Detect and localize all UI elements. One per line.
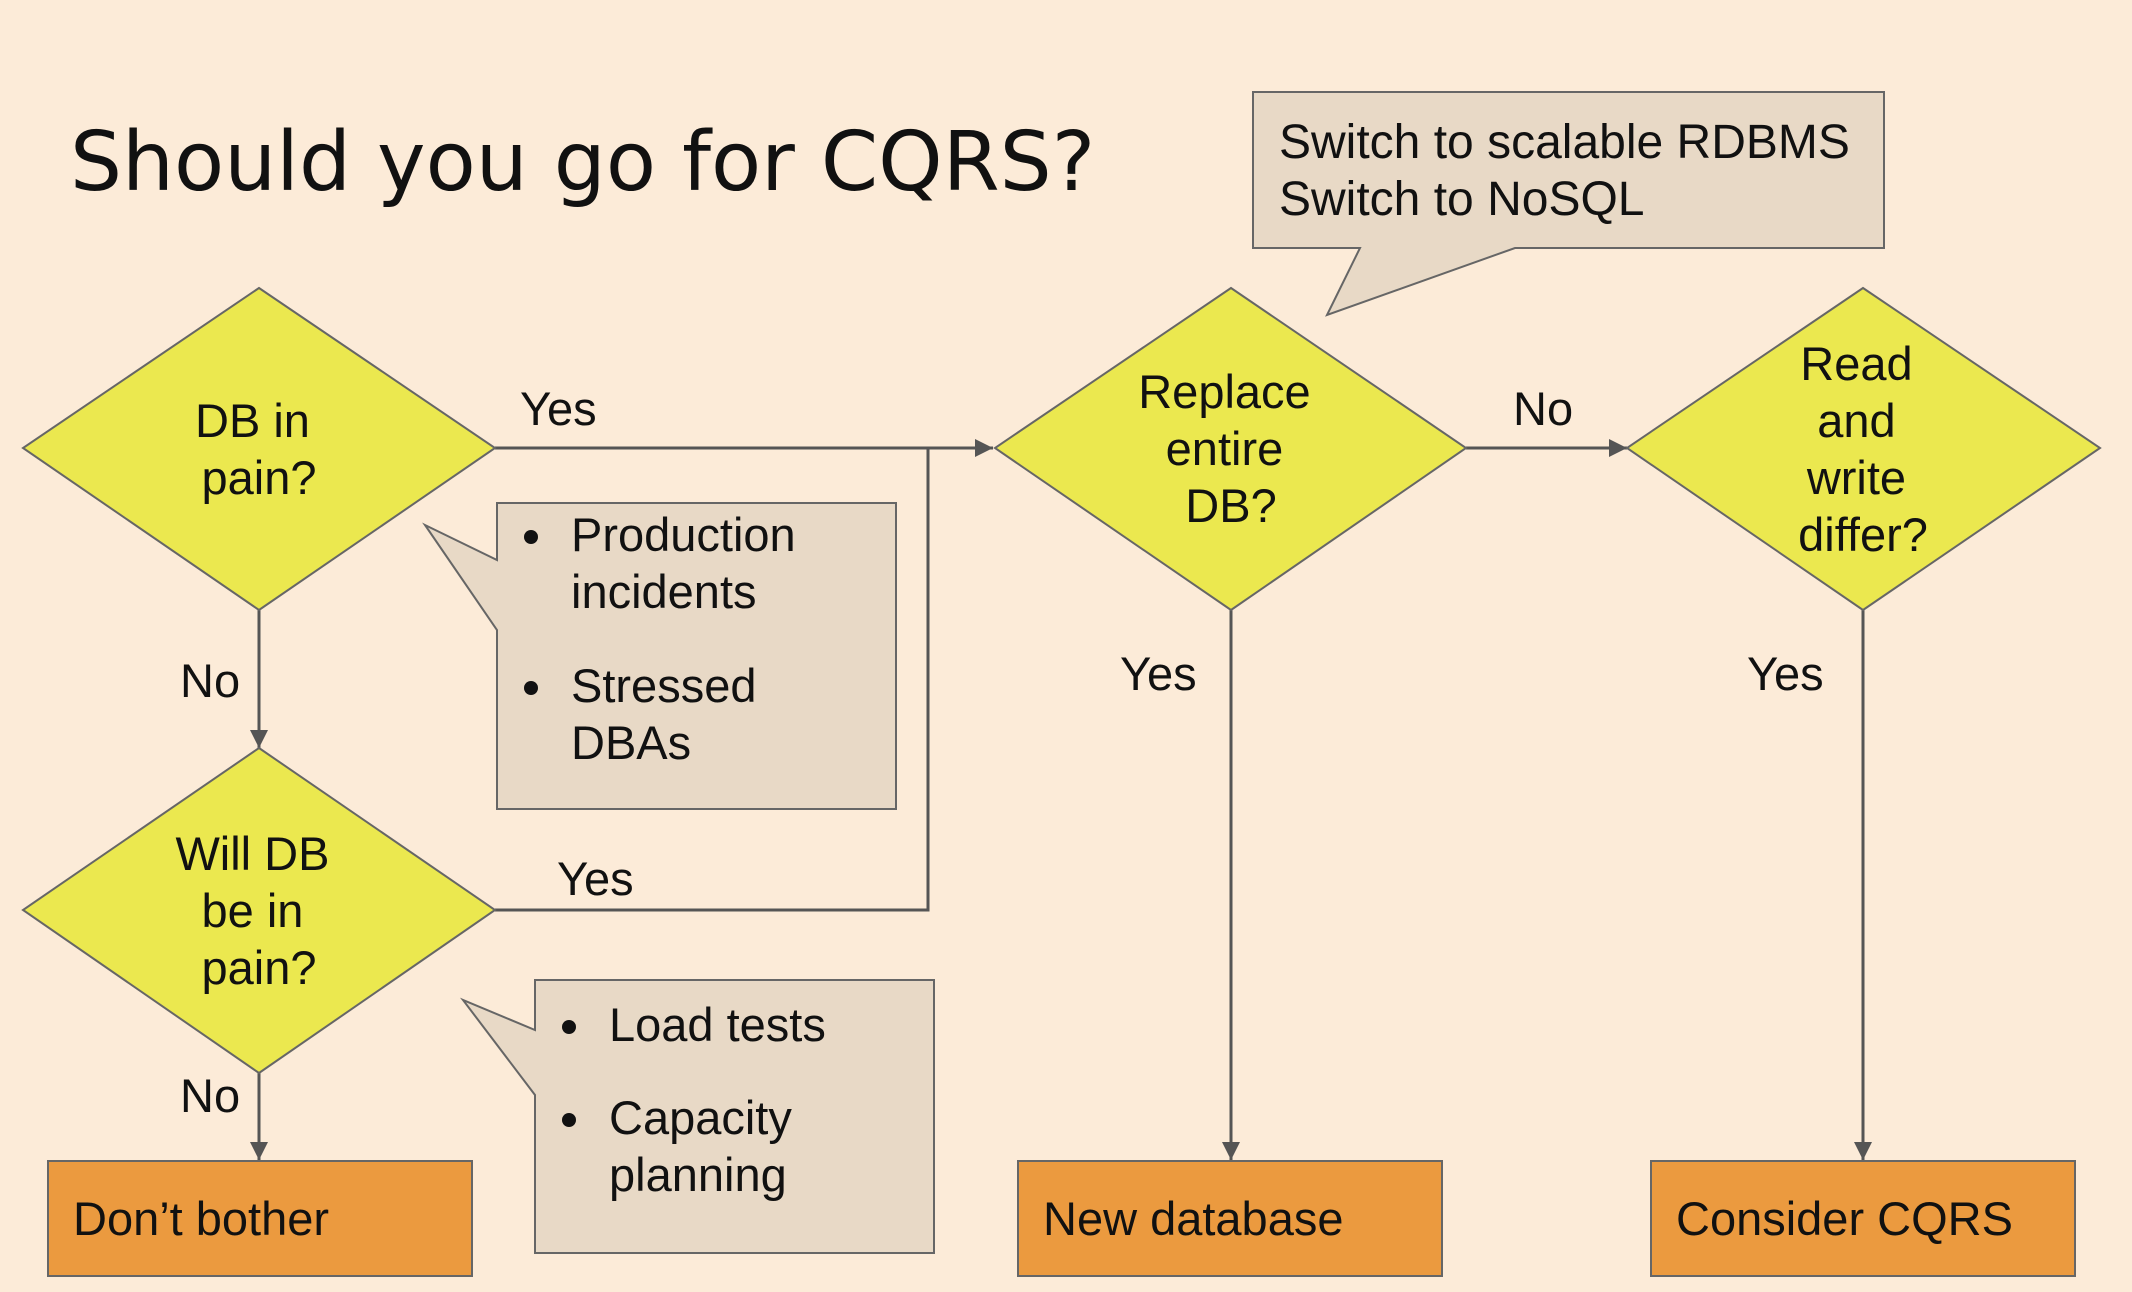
- decision-text-line: Will DB: [175, 827, 329, 880]
- decision-text-line: be in: [202, 884, 304, 937]
- decision-diamond: [21, 746, 497, 1075]
- decision-text-line: pain?: [202, 941, 317, 994]
- decision-text-line: entire: [1166, 422, 1284, 475]
- outcome-consider-cqrs: Consider CQRS: [1650, 1160, 2076, 1277]
- bullet-dot: [524, 530, 538, 544]
- bullet-text-line: planning: [609, 1148, 787, 1201]
- bullet-dot: [562, 1020, 576, 1034]
- callout-text-line: Switch to scalable RDBMS: [1279, 116, 1850, 169]
- decision-text-line: differ?: [1798, 508, 1928, 561]
- decision-text-line: and: [1817, 394, 1895, 447]
- decision-diamond: [1625, 286, 2102, 612]
- decision-read-write-differ: Read and write differ?: [1625, 286, 2102, 612]
- svg-text:Capacity planning: Capacity planning: [609, 1091, 805, 1201]
- outcome-box: [1650, 1160, 2076, 1277]
- callout-replace-options: Switch to scalable RDBMS Switch to NoSQL: [1252, 91, 1885, 317]
- connectors: [250, 439, 1872, 1160]
- outcome-new-database: New database: [1017, 1160, 1443, 1277]
- outcome-dont-bother: Don’t bother: [47, 1160, 473, 1277]
- decision-diamond: [21, 286, 497, 612]
- callout-text-line: Switch to NoSQL: [1279, 173, 1644, 226]
- bullet-text-line: Stressed: [571, 659, 756, 712]
- decision-db-in-pain: DB in pain?: [21, 286, 497, 612]
- decision-replace-entire-db: Replace entire DB?: [993, 286, 1468, 612]
- decision-text-line: write: [1806, 451, 1906, 504]
- svg-text:Stressed DBAs: Stressed DBAs: [571, 659, 770, 769]
- bullet-text-line: Capacity: [609, 1091, 792, 1144]
- decision-text-line: DB in: [195, 394, 310, 447]
- decision-text-line: pain?: [202, 451, 317, 504]
- svg-text:Read and write: Read and write differ?: [1798, 337, 1928, 561]
- svg-text:DB in pain?: DB in pain?: [195, 394, 323, 504]
- callout-shape: [459, 979, 935, 1254]
- bullet-text-line: incidents: [571, 565, 757, 618]
- edge-will-yes: [495, 448, 930, 912]
- bullet-dot: [524, 681, 538, 695]
- edge-label-pain-yes: Yes: [520, 382, 597, 435]
- edge-label-replace-yes: Yes: [1120, 647, 1197, 700]
- edge-label-replace-no: No: [1513, 382, 1573, 435]
- callout-shape: [422, 502, 897, 810]
- bullet-dot: [562, 1113, 576, 1127]
- callout-shape: [1252, 91, 1885, 317]
- decision-diamond: [993, 286, 1468, 612]
- svg-text:Will DB be in pain: Will DB be in pain?: [175, 827, 342, 994]
- outcome-box: [47, 1160, 473, 1277]
- bullet-text-line: Load tests: [609, 998, 826, 1051]
- callout-pain-examples: Production incidents Stressed DBAs: [422, 502, 897, 810]
- svg-text:Load tests: Load tests: [609, 998, 826, 1051]
- decision-text-line: DB?: [1185, 479, 1276, 532]
- decision-will-db-be-in-pain: Will DB be in pain?: [21, 746, 497, 1075]
- svg-text:Switch to scalable RDBMS: Switch to scalable RDBMS Switch to NoSQL: [1279, 116, 1863, 226]
- svg-text:Production incidents: Production incidents: [571, 508, 809, 618]
- decision-text-line: Replace: [1138, 365, 1310, 418]
- bullet-text-line: DBAs: [571, 716, 691, 769]
- edge-label-will-no: No: [180, 1069, 240, 1122]
- edge-label-differ-yes: Yes: [1747, 647, 1824, 700]
- decision-text-line: Read: [1800, 337, 1912, 390]
- bullet-text-line: Production: [571, 508, 796, 561]
- edge-label-will-yes: Yes: [557, 852, 634, 905]
- svg-text:Replace entire DB?: Replace entire DB?: [1138, 365, 1324, 532]
- outcome-label: Don’t bother: [73, 1192, 329, 1245]
- edge-label-pain-no: No: [180, 654, 240, 707]
- outcome-label: New database: [1043, 1192, 1343, 1245]
- page-title: Should you go for CQRS?: [70, 115, 1096, 210]
- callout-future-pain-examples: Load tests Capacity planning: [459, 979, 935, 1254]
- outcome-label: Consider CQRS: [1676, 1192, 2013, 1245]
- outcome-box: [1017, 1160, 1443, 1277]
